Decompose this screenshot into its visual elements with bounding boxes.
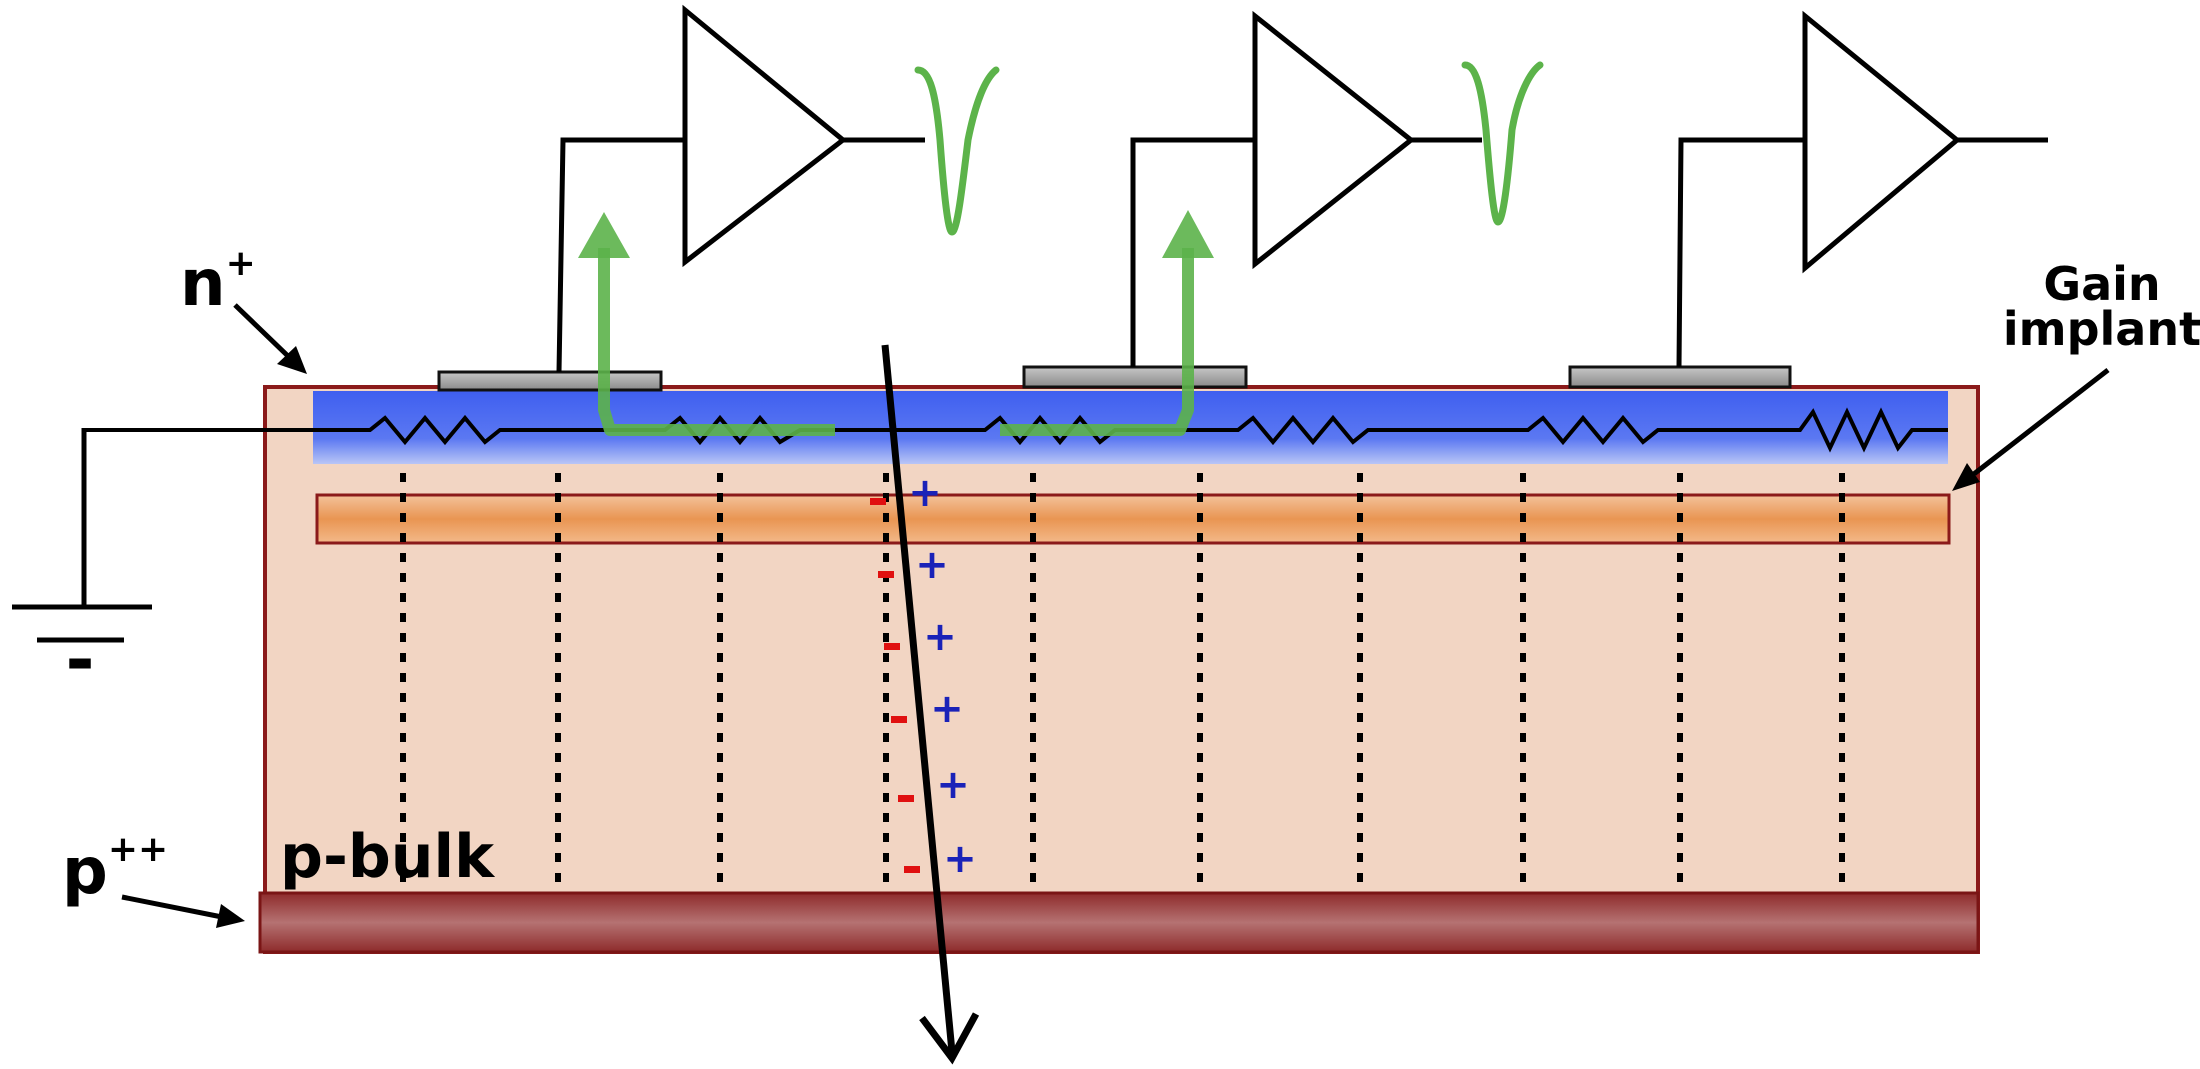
readout-pad-3 — [1568, 365, 1792, 389]
positive-charge: + — [943, 836, 977, 882]
positive-charge: + — [930, 686, 964, 732]
readout-pad-2 — [1022, 365, 1248, 389]
negative-charges — [870, 498, 920, 873]
gain-implant-layer — [315, 493, 1951, 545]
output-pulse-1 — [914, 66, 1000, 236]
readout-pad-1 — [437, 370, 663, 392]
field-lines — [400, 473, 1845, 890]
negative-charge — [884, 643, 900, 650]
positive-charge: + — [908, 470, 942, 516]
positive-charge: + — [923, 614, 957, 660]
negative-charge — [898, 795, 914, 802]
signal-arrow-1 — [578, 212, 835, 436]
signal-arrow-2 — [1000, 210, 1214, 436]
ground-symbol — [12, 428, 152, 643]
positive-charge: + — [915, 542, 949, 588]
readout-wiring — [556, 137, 2048, 373]
n-plus-label: n+ — [180, 243, 256, 321]
ground-minus-label: - — [65, 619, 94, 701]
output-pulse-2 — [1461, 61, 1544, 226]
amplifier-3 — [1802, 10, 1961, 274]
gain-implant-label-line2: implant — [2003, 302, 2200, 356]
particle-track-arrow — [881, 344, 980, 1065]
label-arrows — [121, 303, 2110, 928]
amplifier-2 — [1252, 10, 1416, 270]
positive-charge: + — [936, 762, 970, 808]
negative-charge — [870, 498, 886, 505]
negative-charge — [904, 866, 920, 873]
negative-charge — [891, 716, 907, 723]
positive-charges: + + + + + + — [908, 470, 977, 882]
gain-implant-label-line1: Gain — [2043, 257, 2160, 311]
p-bulk-region — [263, 385, 1980, 954]
negative-charge — [878, 571, 894, 578]
p-plus-plus-label: p++ — [62, 829, 168, 909]
p-plus-plus-layer — [258, 891, 1980, 954]
p-bulk-label: p-bulk — [280, 822, 496, 892]
amplifier-1 — [682, 4, 848, 268]
